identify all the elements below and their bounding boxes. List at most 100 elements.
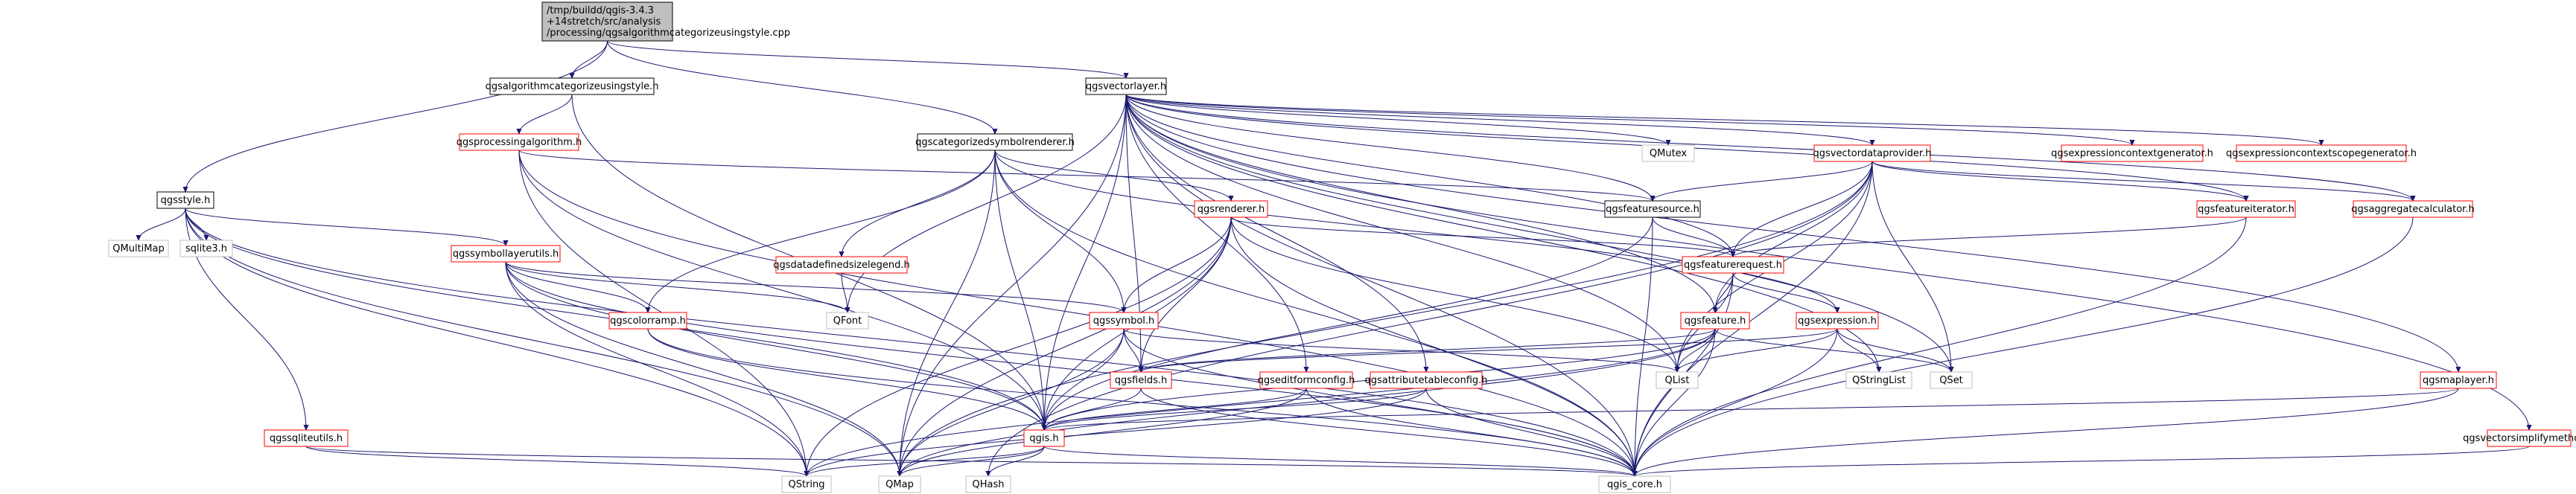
node-qgssqliteutils_h[interactable]: qgssqliteutils.h: [264, 429, 349, 447]
node-qgssymbollayerutils_h[interactable]: qgssymbollayerutils.h: [451, 245, 561, 263]
edge-qgsvectorlayer_h-to-qgsvectordataprovider_h: [1125, 94, 1872, 145]
edge-qgsvectordataprovider_h-to-qgis_core_h: [1635, 161, 1873, 476]
node-qgsaggregatecalculator_h[interactable]: qgsaggregatecalculator.h: [2351, 200, 2475, 218]
node-qgssymbol_h[interactable]: qgssymbol.h: [1089, 312, 1159, 330]
node-qgsexpressioncontextscopegenerator_h[interactable]: qgsexpressioncontextscopegenerator.h: [2226, 144, 2417, 162]
edge-qgscategorizedsymbolrenderer_h-to-qgis_core_h: [994, 150, 1635, 476]
edge-qgsstyle_h-to-qmultimap: [139, 208, 186, 240]
edge-qgsattributetableconfig_h-to-qgis_core_h: [1425, 388, 1635, 476]
node-qgsvectorlayer_h[interactable]: qgsvectorlayer.h: [1085, 77, 1167, 95]
node-qgsdatadefinedsizelegend_h[interactable]: qgsdatadefinedsizelegend.h: [773, 256, 910, 274]
edge-qgsvectorlayer_h-to-qgseditformconfig_h: [1125, 94, 1306, 372]
edge-qgsvectordataprovider_h-to-qgsfeaturesource_h: [1653, 161, 1873, 201]
node-qgsfields_h[interactable]: qgsfields.h: [1110, 371, 1172, 389]
node-label: QMutex: [1650, 148, 1688, 159]
node-qgsmaplayer_h[interactable]: qgsmaplayer.h: [2420, 371, 2497, 389]
edge-qgseditformconfig_h-to-qgis_core_h: [1306, 388, 1635, 476]
node-label: qgsexpressioncontextgenerator.h: [2051, 148, 2213, 159]
node-label: qgsfeaturesource.h: [1606, 204, 1699, 215]
edge-qgsfeature_h-to-qset: [1714, 328, 1951, 372]
node-label: qgsdatadefinedsizelegend.h: [773, 260, 909, 271]
edge-qgssymbollayerutils_h-to-qstring: [505, 261, 807, 476]
node-label: QFont: [833, 315, 862, 327]
node-qgsprocessingalgorithm_h[interactable]: qgsprocessingalgorithm.h: [457, 133, 582, 151]
edge-qgsrenderer_h-to-qlist: [1230, 216, 1677, 372]
edge-qgsexpression_h-to-qstringlist: [1836, 328, 1879, 372]
edge-qgscategorizedsymbolrenderer_h-to-qgsdatadefinedsizelegend_h: [842, 150, 996, 257]
node-qmap[interactable]: QMap: [878, 475, 921, 493]
node-qgsfeaturesource_h[interactable]: qgsfeaturesource.h: [1604, 200, 1701, 218]
node-qgis_core_h[interactable]: qgis_core.h: [1598, 475, 1671, 493]
node-box: [826, 312, 869, 330]
node-label: QSet: [1939, 375, 1963, 386]
node-label: qgsexpression.h: [1798, 315, 1877, 327]
node-label: QMap: [885, 479, 914, 490]
edge-qgsvectorlayer_h-to-qgsvectorsimplifymethod_h: [1125, 94, 2529, 430]
node-sqlite3_h[interactable]: sqlite3.h: [179, 240, 233, 257]
node-label: QList: [1665, 375, 1690, 386]
node-qgsrenderer_h[interactable]: qgsrenderer.h: [1194, 200, 1268, 218]
node-label: qgis.h: [1029, 433, 1058, 444]
edge-qgsvectorlayer_h-to-qgsfeaturesource_h: [1125, 94, 1653, 201]
node-qgscategorizedsymbolrenderer_h[interactable]: qgscategorizedsymbolrenderer.h: [915, 133, 1075, 151]
node-label: qgsrenderer.h: [1198, 204, 1265, 215]
node-qset[interactable]: QSet: [1930, 371, 1973, 389]
node-qgsstyle_h[interactable]: qgsstyle.h: [156, 191, 214, 209]
node-qfont[interactable]: QFont: [826, 312, 869, 330]
edge-qgsvectorlayer_h-to-qgsexpressioncontextscopegenerator_h: [1125, 94, 2321, 145]
edge-qgssymbollayerutils_h-to-qgssymbol_h: [505, 261, 1124, 312]
node-box: [2061, 144, 2204, 162]
edge-qgsvectordataprovider_h-to-qgsfeatureiterator_h: [1871, 161, 2246, 201]
node-qgsexpression_h[interactable]: qgsexpression.h: [1796, 312, 1879, 330]
edge-qgsvectorlayer_h-to-qgis_core_h: [1125, 94, 1635, 476]
edge-qgsvectordataprovider_h-to-qgsfeature_h: [1715, 161, 1873, 312]
node-qmutex[interactable]: QMutex: [1641, 144, 1695, 162]
edge-qgscategorizedsymbolrenderer_h-to-qmap: [900, 150, 996, 476]
node-qstringlist[interactable]: QStringList: [1845, 371, 1912, 389]
edge-qgsvectorlayer_h-to-qgsaggregatecalculator_h: [1125, 94, 2413, 201]
node-qgis_h[interactable]: qgis.h: [1023, 429, 1065, 447]
node-qstring[interactable]: QString: [781, 475, 832, 493]
node-qmultimap[interactable]: QMultiMap: [108, 240, 169, 257]
edge-qgssqliteutils_h-to-qstring: [305, 446, 807, 476]
node-box: [541, 1, 673, 42]
node-label: qgsmaplayer.h: [2423, 375, 2494, 386]
edge-qgssymbollayerutils_h-to-qgis_h: [505, 261, 1044, 430]
node-box: [965, 475, 1011, 493]
node-qgscolorramp_h[interactable]: qgscolorramp.h: [608, 312, 687, 330]
edge-qgscategorizedsymbolrenderer_h-to-qgsexpression_h: [994, 150, 1837, 312]
node-box: [2236, 144, 2407, 162]
node-box: [2353, 200, 2473, 218]
node-qgsfeatureiterator_h[interactable]: qgsfeatureiterator.h: [2196, 200, 2296, 218]
node-qgsalgorithmcategorizeusingstyle_h[interactable]: qgsalgorithmcategorizeusingstyle.h: [486, 77, 659, 95]
node-box: [1930, 371, 1973, 389]
node-qgsfeature_h[interactable]: qgsfeature.h: [1680, 312, 1750, 330]
node-qgsvectorsimplifymethod_h[interactable]: qgsvectorsimplifymethod.h: [2463, 429, 2576, 447]
edge-qgsrenderer_h-to-qgssymbol_h: [1124, 216, 1232, 312]
edge-root-to-qgscategorizedsymbolrenderer_h: [607, 40, 996, 134]
node-label: qgsprocessingalgorithm.h: [457, 137, 582, 148]
node-qgsfeaturerequest_h[interactable]: qgsfeaturerequest.h: [1682, 256, 1784, 274]
node-label: +14stretch/src/analysis: [547, 16, 661, 28]
node-qgseditformconfig_h[interactable]: qgseditformconfig.h: [1258, 371, 1355, 389]
edge-qgsfeature_h-to-qgis_core_h: [1635, 328, 1716, 476]
node-qgsattributetableconfig_h[interactable]: qgsattributetableconfig.h: [1364, 371, 1488, 389]
node-qgsexpressioncontextgenerator_h[interactable]: qgsexpressioncontextgenerator.h: [2051, 144, 2213, 162]
edge-qgssymbollayerutils_h-to-qmap: [505, 261, 900, 476]
edge-qgscategorizedsymbolrenderer_h-to-qgis_h: [994, 150, 1044, 430]
edge-qgssymbollayerutils_h-to-qgis_core_h: [505, 261, 1635, 476]
edge-qgsvectordataprovider_h-to-qgsaggregatecalculator_h: [1871, 161, 2413, 201]
node-qlist[interactable]: QList: [1656, 371, 1699, 389]
node-layer: /tmp/buildd/qgis-3.4.3+14stretch/src/ana…: [108, 1, 2576, 493]
node-box: [2196, 200, 2296, 218]
node-qgsvectordataprovider_h[interactable]: qgsvectordataprovider.h: [1813, 144, 1932, 162]
edge-layer: [139, 40, 2529, 476]
node-label: qgsfields.h: [1115, 375, 1167, 386]
edge-qgsfeature_h-to-qlist: [1677, 328, 1716, 372]
edge-qgsfeaturesource_h-to-qgsfeaturerequest_h: [1652, 216, 1733, 257]
node-qhash[interactable]: QHash: [965, 475, 1011, 493]
node-label: /tmp/buildd/qgis-3.4.3: [547, 5, 654, 16]
node-root[interactable]: /tmp/buildd/qgis-3.4.3+14stretch/src/ana…: [541, 1, 790, 42]
edge-qgsstyle_h-to-qgis_core_h: [185, 208, 1635, 476]
